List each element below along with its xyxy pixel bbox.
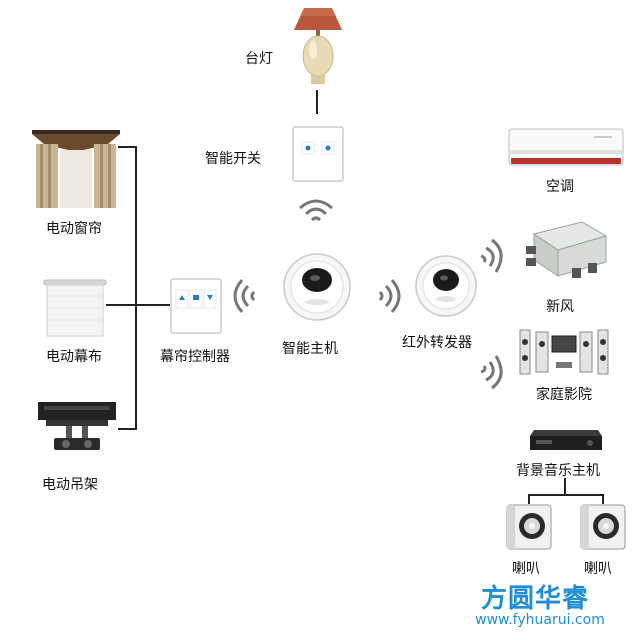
label-bg-music-host: 背景音乐主机 <box>516 463 600 479</box>
line-bus-controller <box>106 304 170 306</box>
label-table-lamp: 台灯 <box>245 51 273 67</box>
speaker-icon <box>580 504 626 550</box>
line-left-bus <box>135 146 137 430</box>
label-curtain-controller: 幕帘控制器 <box>160 349 230 365</box>
curtain-icon <box>32 130 120 208</box>
label-fresh-air: 新风 <box>546 299 574 315</box>
label-speaker-right: 喇叭 <box>584 561 612 577</box>
label-speaker-left: 喇叭 <box>512 561 540 577</box>
music-host-icon <box>530 430 602 450</box>
line-curtain-bus <box>118 146 137 148</box>
wall-switch-icon[interactable] <box>292 126 344 182</box>
wireless-wave-icon <box>480 355 503 390</box>
line-speaker-left <box>528 494 530 504</box>
line-speaker-right <box>602 494 604 504</box>
wireless-wave-icon <box>233 279 256 313</box>
three-gang-switch-icon[interactable] <box>170 278 222 334</box>
air-conditioner-icon <box>508 128 624 166</box>
fresh-air-unit-icon <box>526 221 608 278</box>
projector-screen-icon <box>43 279 107 337</box>
label-smart-host: 智能主机 <box>282 341 338 357</box>
wireless-wave-icon <box>480 238 503 273</box>
label-curtain: 电动窗帘 <box>46 221 102 237</box>
line-lamp-switch <box>316 90 318 114</box>
label-ir-transmitter: 红外转发器 <box>402 335 472 351</box>
line-music-split <box>528 494 604 496</box>
wireless-wave-icon <box>299 199 333 222</box>
label-smart-switch: 智能开关 <box>205 151 261 167</box>
speaker-icon <box>506 504 552 550</box>
table-lamp-icon <box>294 8 342 84</box>
line-music-stem <box>564 478 566 494</box>
label-air-conditioner: 空调 <box>546 179 574 195</box>
label-home-theater: 家庭影院 <box>536 387 592 403</box>
round-hub-icon[interactable] <box>282 252 352 322</box>
brand-url: www.fyhuarui.com <box>475 612 605 628</box>
ir-blaster-icon[interactable] <box>414 254 478 318</box>
home-theater-icon <box>519 329 609 375</box>
brand-name: 方圆华睿 <box>480 584 589 614</box>
line-projector-bus <box>118 428 137 430</box>
label-screen: 电动幕布 <box>46 349 102 365</box>
projector-mount-icon <box>38 402 116 450</box>
label-projector-mount: 电动吊架 <box>42 477 98 493</box>
wireless-wave-icon <box>378 279 401 313</box>
